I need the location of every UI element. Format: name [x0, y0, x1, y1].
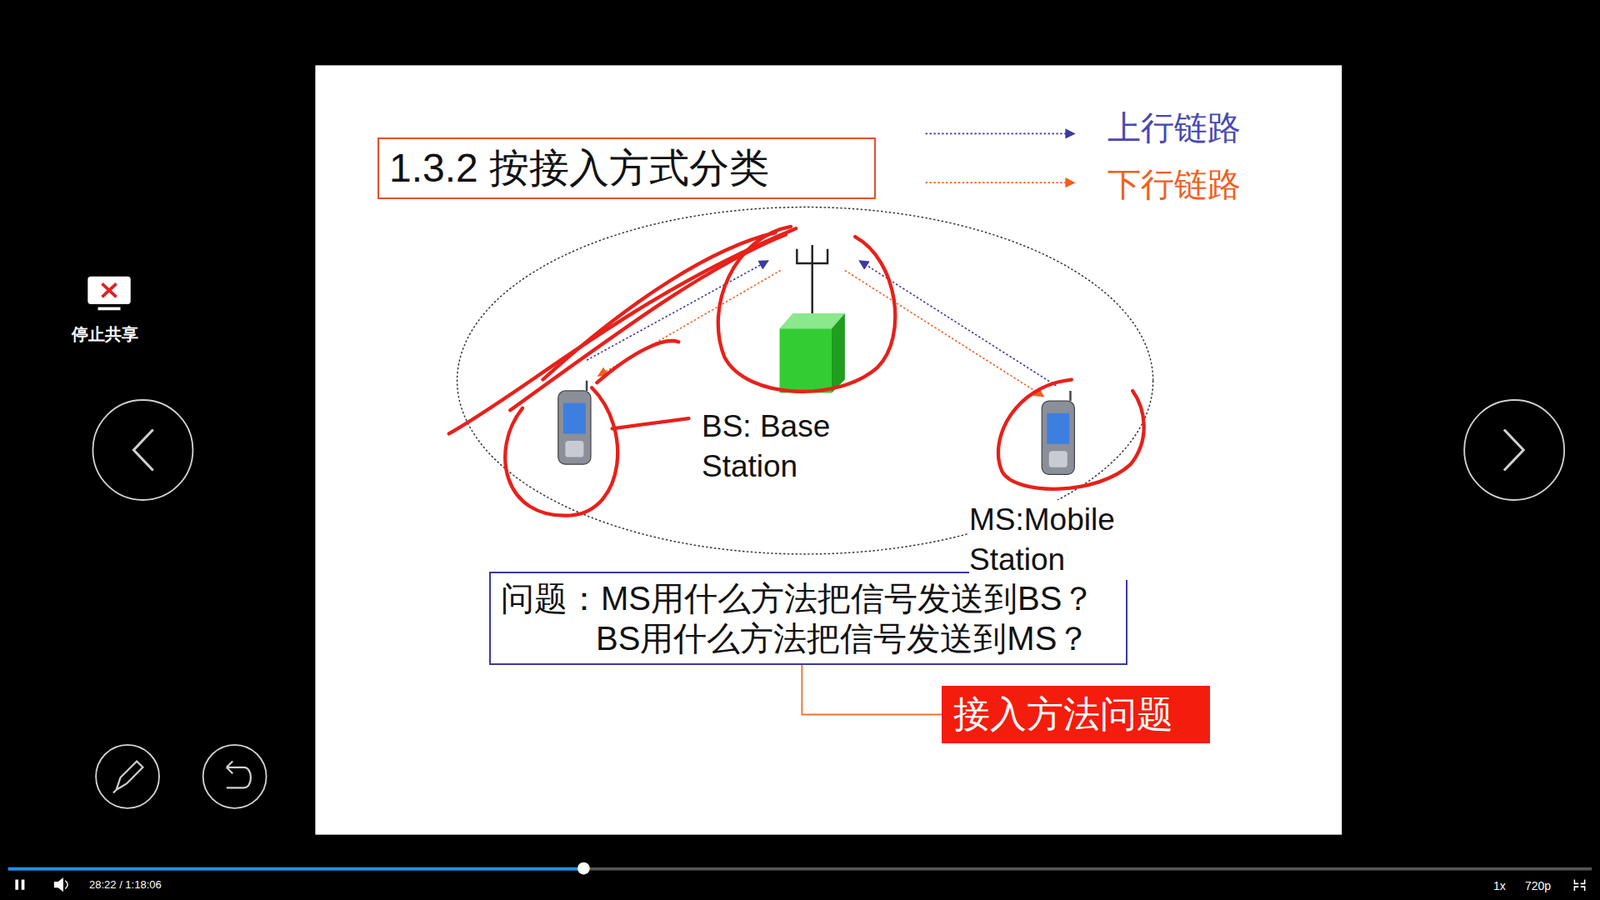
connector [801, 665, 942, 715]
mobile-phone [558, 380, 591, 465]
title-box: 1.3.2 按接入方式分类 [377, 137, 876, 200]
result-box: 接入方法问题 [941, 685, 1210, 744]
station-label: BS: Base Station [701, 406, 869, 487]
node-text: BS用什么方法把信号发送到MS？ [595, 618, 1116, 659]
base-station [780, 245, 845, 394]
speed-label: 1x [1493, 878, 1506, 894]
progress-bar [8, 862, 1592, 875]
legend-text: 下行链路 [1107, 161, 1241, 208]
quality-label: 720p [1525, 878, 1551, 894]
mobile-phone [1041, 390, 1075, 475]
nav-button [92, 400, 1565, 809]
uplink-sample [925, 132, 1075, 135]
player-controls [15, 877, 1585, 892]
station-label: MS:Mobile Station [969, 500, 1161, 580]
time-label: 28:22 / 1:18:06 [89, 878, 162, 893]
hand-annotation [449, 226, 1145, 516]
downlink-sample [925, 181, 1075, 184]
legend-text: 上行链路 [1107, 105, 1241, 151]
stop-share-icon [87, 276, 130, 310]
node-text: 接入方法问题 [953, 692, 1199, 737]
question-box: 问题：MS用什么方法把信号发送到BS？BS用什么方法把信号发送到MS？ [489, 571, 1128, 665]
share-label: 停止共享 [71, 323, 139, 345]
node-text: 问题：MS用什么方法把信号发送到BS？ [500, 578, 1116, 619]
node-text: 1.3.2 按接入方式分类 [389, 144, 865, 193]
slide [315, 65, 1342, 835]
downlink [845, 270, 1044, 396]
